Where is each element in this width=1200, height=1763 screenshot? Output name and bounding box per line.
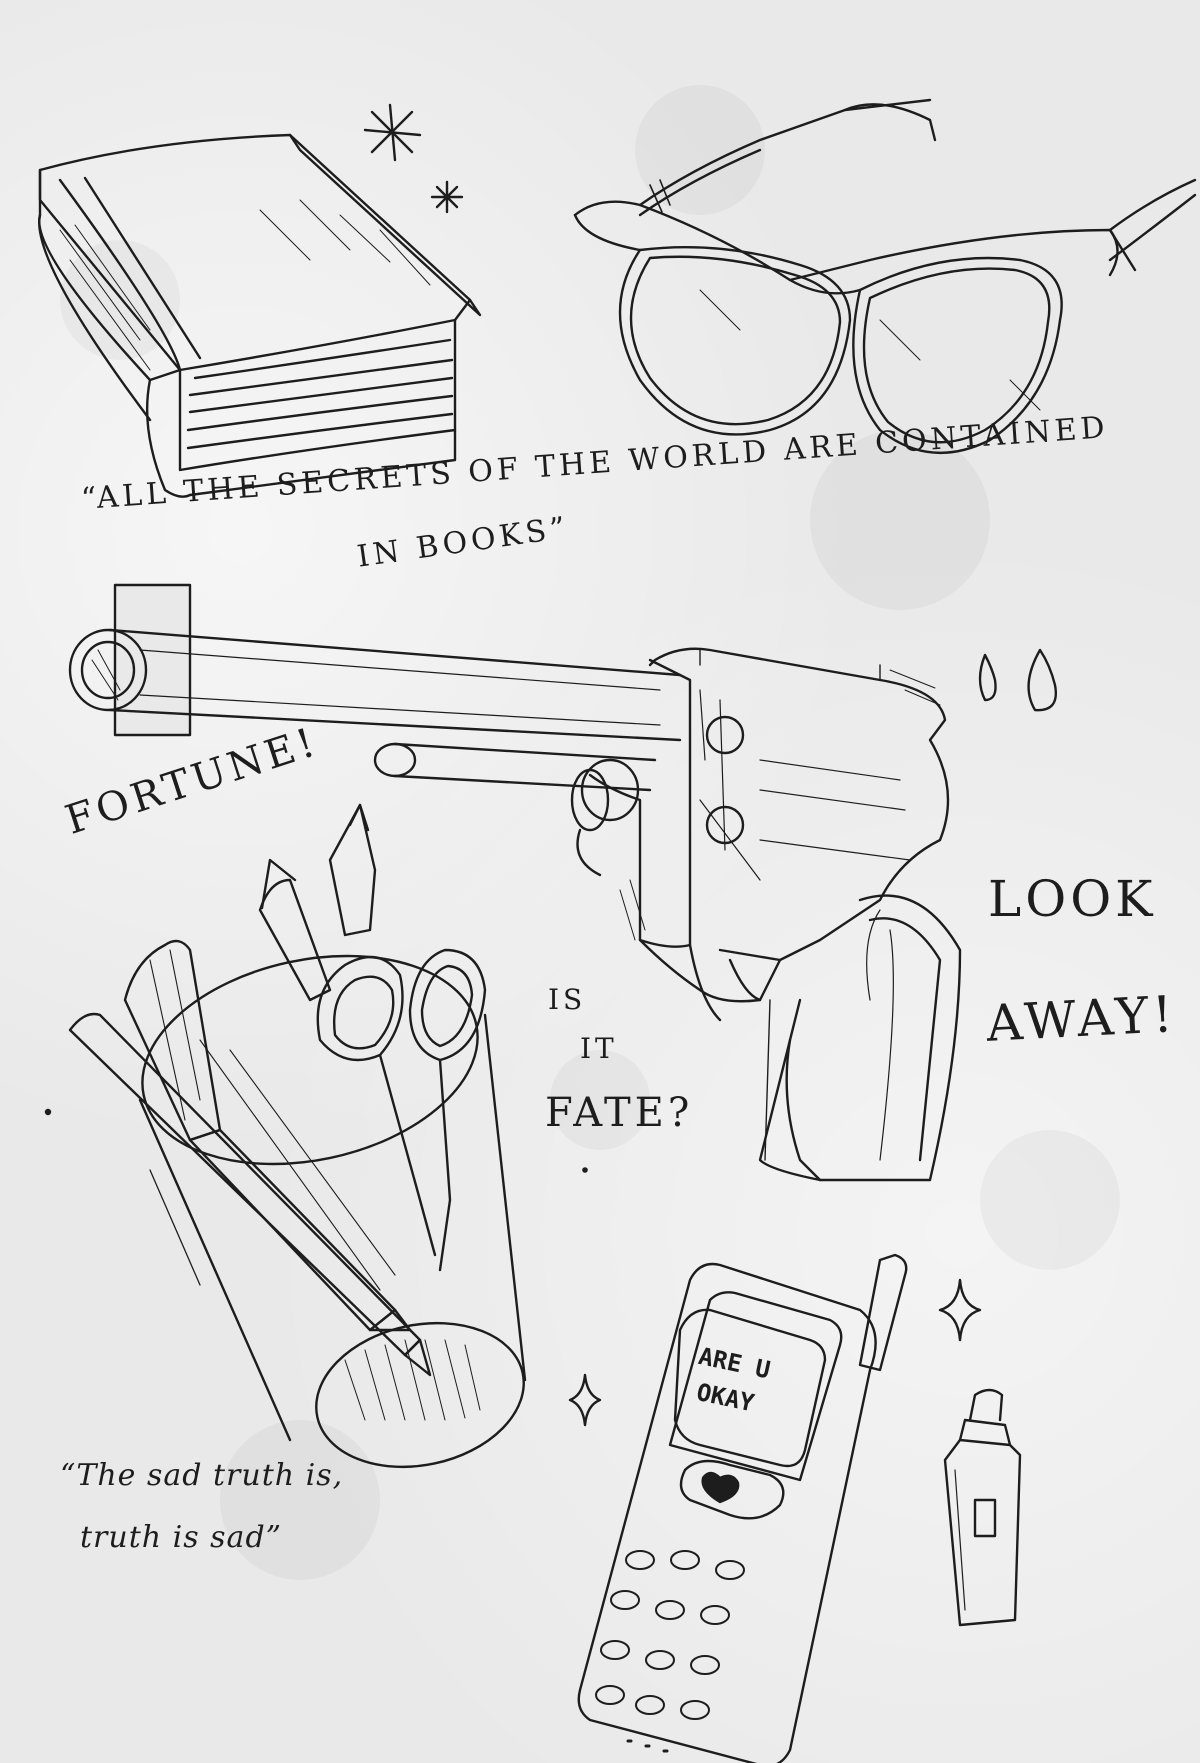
fate-text: FATE?	[545, 1090, 694, 1136]
paper-texture	[60, 85, 1120, 1580]
mobile-phone-drawing	[577, 1253, 908, 1763]
sad-truth-line2: truth is sad”	[80, 1520, 282, 1555]
is-text: IS	[548, 983, 587, 1016]
scissors-drawing	[316, 948, 487, 1272]
perfume-bottle-drawing	[943, 1388, 1022, 1627]
tear-drops	[978, 648, 1057, 712]
away-text: AWAY!	[985, 985, 1178, 1053]
revolver-drawing	[68, 583, 962, 1182]
sparkle-diamond-large	[938, 1278, 982, 1342]
look-text: LOOK	[988, 870, 1157, 928]
pencils-drawing	[68, 803, 432, 1377]
sparkle-diamond-small	[568, 1373, 602, 1427]
sparkle-star-large	[363, 103, 422, 162]
pen-holder-drawing	[138, 954, 527, 1469]
book-drawing	[38, 133, 482, 498]
sad-truth-line1: “The sad truth is,	[60, 1458, 344, 1493]
glasses-drawing	[573, 98, 1197, 455]
it-text: IT	[580, 1032, 618, 1065]
sparkle-star-small	[430, 180, 464, 214]
